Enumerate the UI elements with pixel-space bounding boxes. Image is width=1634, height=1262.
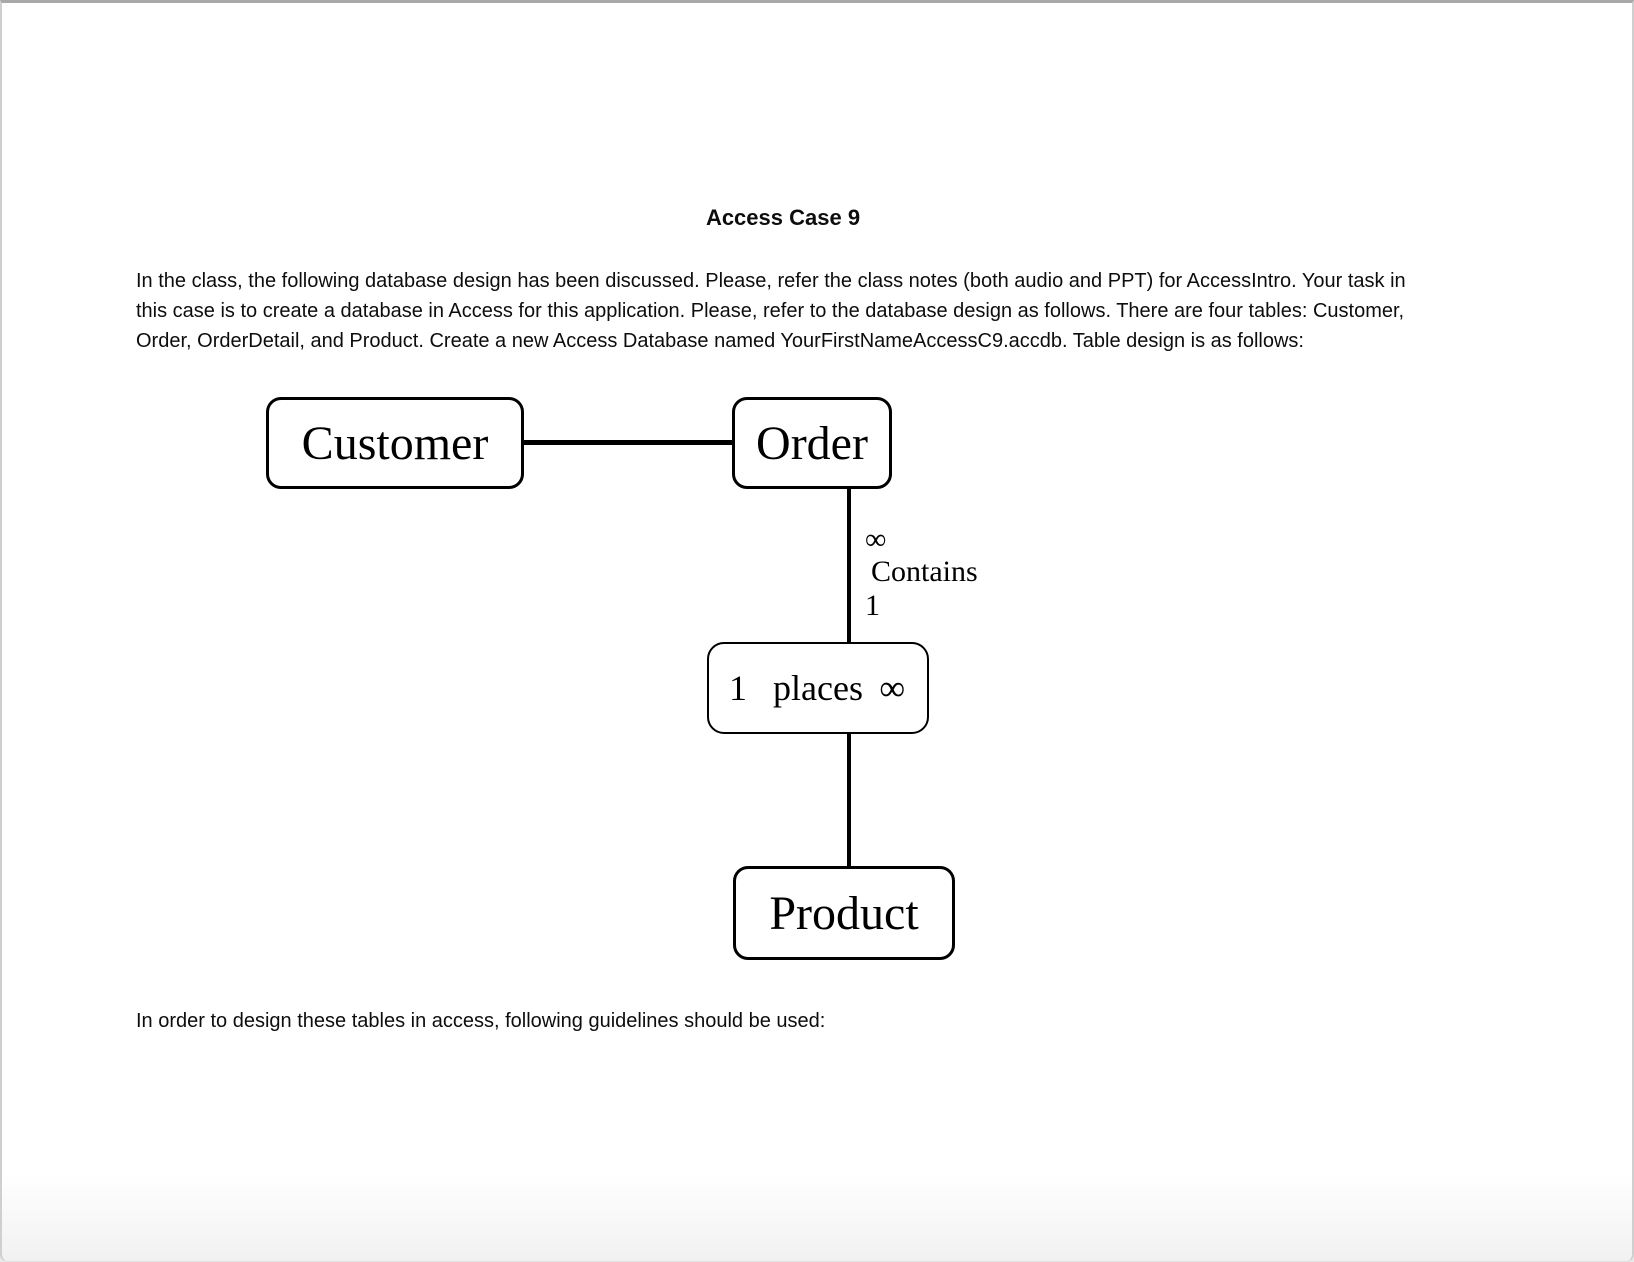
relationship-box-places: 1 places ∞ (707, 642, 929, 734)
intro-paragraph: In the class, the following database des… (136, 266, 1516, 356)
contains-relationship-label: Contains (871, 555, 978, 588)
places-infinity-cardinality-label: ∞ (879, 668, 905, 708)
footer-text: In order to design these tables in acces… (136, 1010, 826, 1032)
entity-label-order: Order (756, 416, 868, 470)
intro-line-1: In the class, the following database des… (136, 270, 1406, 292)
places-one-cardinality-label: 1 (729, 668, 747, 708)
contains-one-cardinality-label: 1 (865, 589, 880, 622)
entity-label-product: Product (769, 886, 919, 940)
page-title: Access Case 9 (705, 205, 861, 230)
entity-box-order: Order (732, 397, 892, 489)
connector-places-product-line (847, 734, 851, 868)
intro-line-2: this case is to create a database in Acc… (136, 300, 1405, 322)
entity-box-product: Product (733, 866, 955, 960)
contains-infinity-cardinality-label: ∞ (865, 523, 887, 556)
intro-line-3: Order, OrderDetail, and Product. Create … (136, 330, 1304, 352)
connector-order-places-line (847, 489, 851, 642)
connector-customer-order-line (502, 440, 734, 445)
er-diagram: Customer Order ∞ Contains 1 1 places ∞ P… (2, 3, 1632, 1261)
entity-label-customer: Customer (301, 416, 489, 470)
places-relationship-label: places (773, 668, 863, 708)
entity-box-customer: Customer (266, 397, 524, 489)
